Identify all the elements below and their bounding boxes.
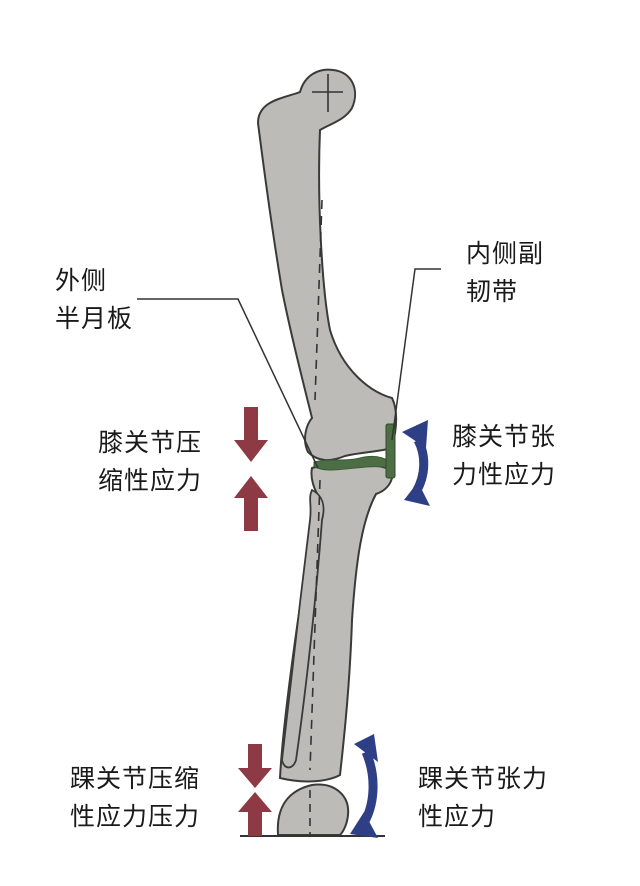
lateral-meniscus-label-line-1: 外侧 — [55, 266, 108, 295]
ankle-compressive-stress-label: 踝关节压缩 性应力压力 — [70, 760, 200, 836]
tibia-axis-line — [309, 479, 321, 771]
knee-tensile-label-line-2: 力性应力 — [452, 460, 557, 489]
ankle-tensile-label-line-1: 踝关节张力 — [418, 764, 549, 793]
ankle-compressive-label-line-1: 踝关节压缩 — [70, 764, 201, 793]
knee-tensile-stress-label: 膝关节张 力性应力 — [452, 418, 556, 494]
ankle-compressive-label-line-2: 性应力压力 — [70, 802, 201, 831]
medial-collateral-ligament-label: 内侧副 韧带 — [466, 235, 544, 311]
lateral-meniscus-label-line-2: 半月板 — [55, 304, 134, 333]
ankle-tensile-label-line-2: 性应力 — [418, 802, 497, 831]
mcl-label-line-2: 韧带 — [466, 277, 519, 306]
fibula-bone — [281, 488, 325, 769]
knee-compression-arrows-icon — [234, 407, 268, 531]
knee-compressive-label-line-1: 膝关节压 — [98, 428, 203, 457]
lateral-meniscus-label: 外侧 半月板 — [55, 262, 133, 338]
ankle-tensile-stress-label: 踝关节张力 性应力 — [418, 760, 548, 836]
talus-bone — [276, 783, 350, 836]
femur-bone — [256, 68, 398, 462]
knee-tension-arrow-icon — [402, 420, 430, 506]
knee-compressive-stress-label: 膝关节压 缩性应力 — [98, 424, 202, 500]
lateral-meniscus-leader-line — [137, 298, 319, 469]
mcl-label-line-1: 内侧副 — [466, 239, 545, 268]
knee-tensile-label-line-1: 膝关节张 — [452, 422, 557, 451]
femur-axis-line — [314, 199, 323, 401]
ankle-tension-arrow-icon — [350, 734, 378, 838]
ankle-compression-arrows-icon — [238, 744, 272, 836]
knee-compressive-label-line-2: 缩性应力 — [98, 466, 203, 495]
mcl-leader-line — [391, 268, 441, 441]
